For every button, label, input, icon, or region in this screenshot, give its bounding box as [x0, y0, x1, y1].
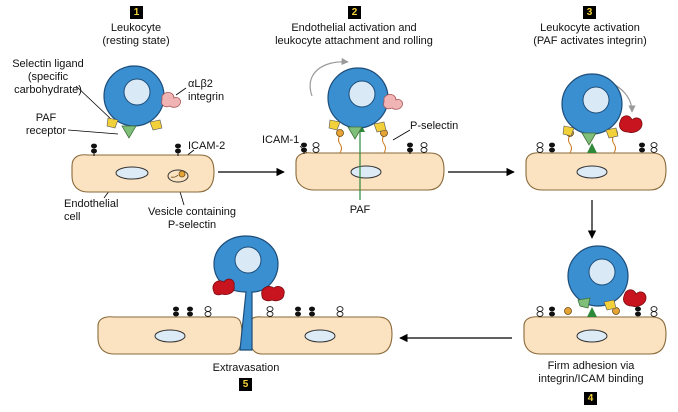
step-1-title: Leukocyte (resting state): [102, 22, 170, 47]
step-5-number: 5: [239, 378, 252, 391]
integrin-active-3: [619, 115, 643, 133]
step-2-title: Endothelial activation and leukocyte att…: [275, 22, 433, 47]
step-2-number: 2: [348, 6, 361, 19]
panel-4-firm-adhesion: [523, 245, 667, 355]
endothelial-nucleus-1: [115, 166, 149, 180]
endothelial-nucleus-4: [576, 329, 608, 343]
step-4-number: 4: [584, 392, 597, 405]
vesicle: [167, 169, 189, 183]
leukocyte-nucleus-2: [348, 80, 376, 108]
icam2-label: ICAM-2: [188, 140, 226, 152]
paf-label: PAF: [349, 204, 371, 216]
leukocyte-nucleus-1: [123, 78, 151, 106]
paf-receptor-label: PAF receptor: [25, 112, 67, 137]
selectin-ligand-1a: [106, 117, 119, 129]
panel-3-activation: [525, 73, 667, 191]
leukocyte-nucleus-3: [582, 86, 610, 114]
step-5-title: Extravasation: [212, 362, 280, 374]
vesicle-label: Vesicle containing P-selectin: [147, 206, 237, 231]
panel-2-rolling: [295, 67, 445, 200]
endothelial-nucleus-2: [350, 165, 382, 179]
integrin-inactive-1: [161, 92, 181, 108]
endothelial-cell-label: Endothelial cell: [64, 198, 119, 223]
selectin-ligand-1b: [149, 119, 163, 131]
leukocyte-nucleus-4: [588, 258, 616, 286]
leukocyte-nucleus-5: [234, 246, 262, 274]
step-3-title: Leukocyte activation (PAF activates inte…: [533, 22, 647, 47]
panel-1-resting: [71, 65, 215, 193]
icam1-label: ICAM-1: [262, 134, 300, 146]
p-selectin-label: P-selectin: [410, 120, 459, 132]
integrin-bound-4: [623, 289, 647, 307]
paf-receptor-1: [121, 125, 137, 139]
endothelial-nucleus-3: [576, 165, 608, 179]
step-4-title: Firm adhesion via integrin/ICAM binding: [538, 360, 644, 385]
step-3-number: 3: [583, 6, 596, 19]
panel-5-extravasation: [97, 235, 393, 355]
rolling-arrow-step2: [309, 57, 349, 97]
integrin-inactive-2: [383, 94, 403, 110]
step-1-number: 1: [130, 6, 143, 19]
selectin-ligand-label: Selectin ligand (specific carbohydrate): [12, 58, 84, 96]
integrin-label: αLβ2 integrin: [188, 78, 225, 103]
